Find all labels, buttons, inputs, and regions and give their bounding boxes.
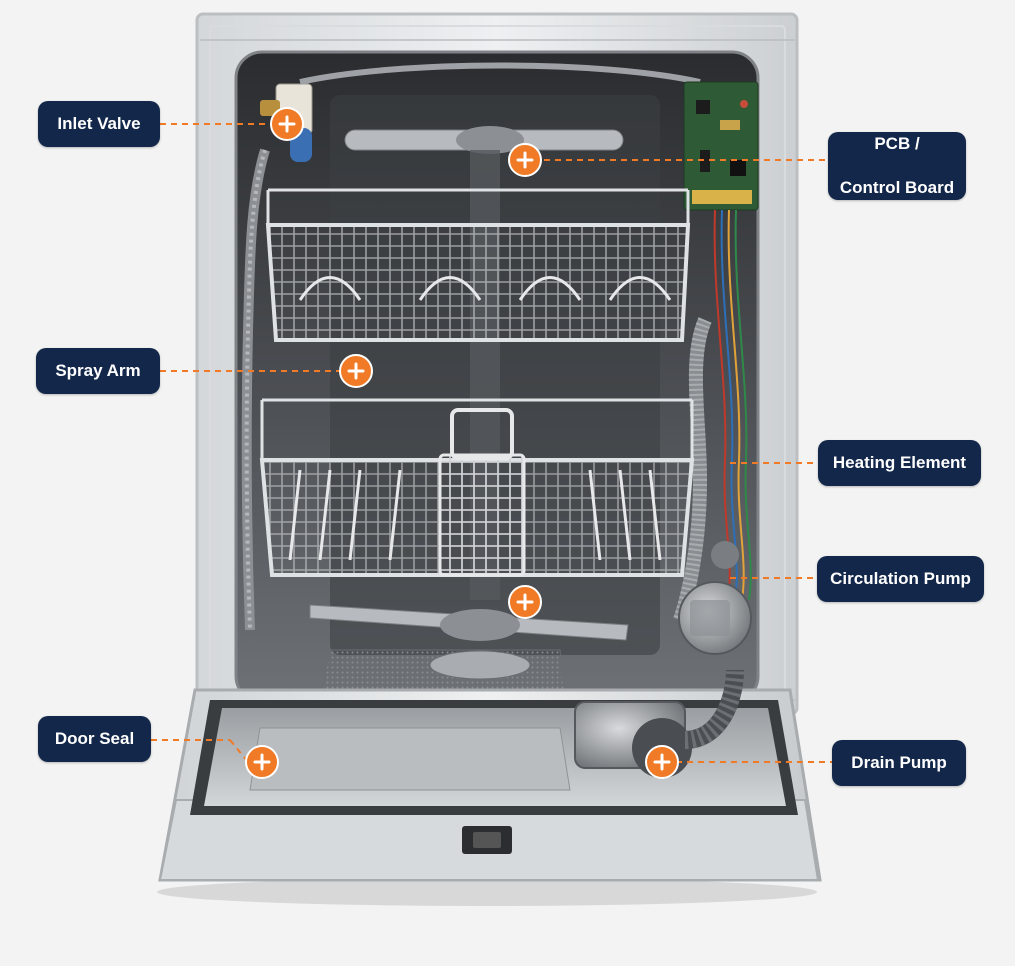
upper-spray-arm — [344, 126, 624, 154]
open-door — [158, 688, 822, 882]
label-spray-arm-text: Spray Arm — [55, 361, 141, 380]
hotspot-pcb[interactable] — [508, 143, 542, 177]
plus-icon — [253, 753, 271, 771]
cutlery-basket — [438, 408, 526, 577]
label-circulation-pump-text: Circulation Pump — [830, 569, 971, 588]
leader-door-seal-b — [229, 739, 249, 763]
upper-rack — [265, 188, 691, 342]
label-circulation-pump[interactable]: Circulation Pump — [817, 556, 984, 602]
label-inlet-valve-text: Inlet Valve — [57, 114, 141, 133]
hotspot-drain-pump[interactable] — [645, 745, 679, 779]
hotspot-inlet-valve[interactable] — [270, 107, 304, 141]
label-drain-pump[interactable]: Drain Pump — [832, 740, 966, 786]
label-heating-element-text: Heating Element — [832, 453, 967, 472]
hotspot-spray-arm[interactable] — [339, 354, 373, 388]
plus-icon — [653, 753, 671, 771]
control-board-part — [683, 81, 759, 211]
label-door-seal-text: Door Seal — [54, 729, 135, 748]
label-door-seal[interactable]: Door Seal — [38, 716, 151, 762]
label-inlet-valve[interactable]: Inlet Valve — [38, 101, 160, 147]
label-pcb-text-wrap: PCB / Control Board — [840, 111, 954, 221]
hotspot-lower-spray-arm[interactable] — [508, 585, 542, 619]
floor-shadow — [157, 878, 817, 906]
plus-icon — [516, 593, 534, 611]
label-pcb-line2: Control Board — [839, 178, 955, 197]
label-spray-arm[interactable]: Spray Arm — [36, 348, 160, 394]
hotspot-door-seal[interactable] — [245, 745, 279, 779]
circulation-pump-part — [678, 541, 752, 655]
label-pcb-line1: PCB / — [874, 134, 920, 153]
plus-icon — [347, 362, 365, 380]
label-drain-pump-text: Drain Pump — [851, 753, 947, 772]
plus-icon — [516, 151, 534, 169]
callout-leaders — [151, 123, 832, 763]
label-heating-element[interactable]: Heating Element — [818, 440, 981, 486]
plus-icon — [278, 115, 296, 133]
top-water-line — [299, 62, 701, 85]
hotspots — [245, 107, 679, 779]
label-pcb-control-board[interactable]: PCB / Control Board — [828, 132, 966, 200]
filter-sump — [319, 649, 566, 701]
